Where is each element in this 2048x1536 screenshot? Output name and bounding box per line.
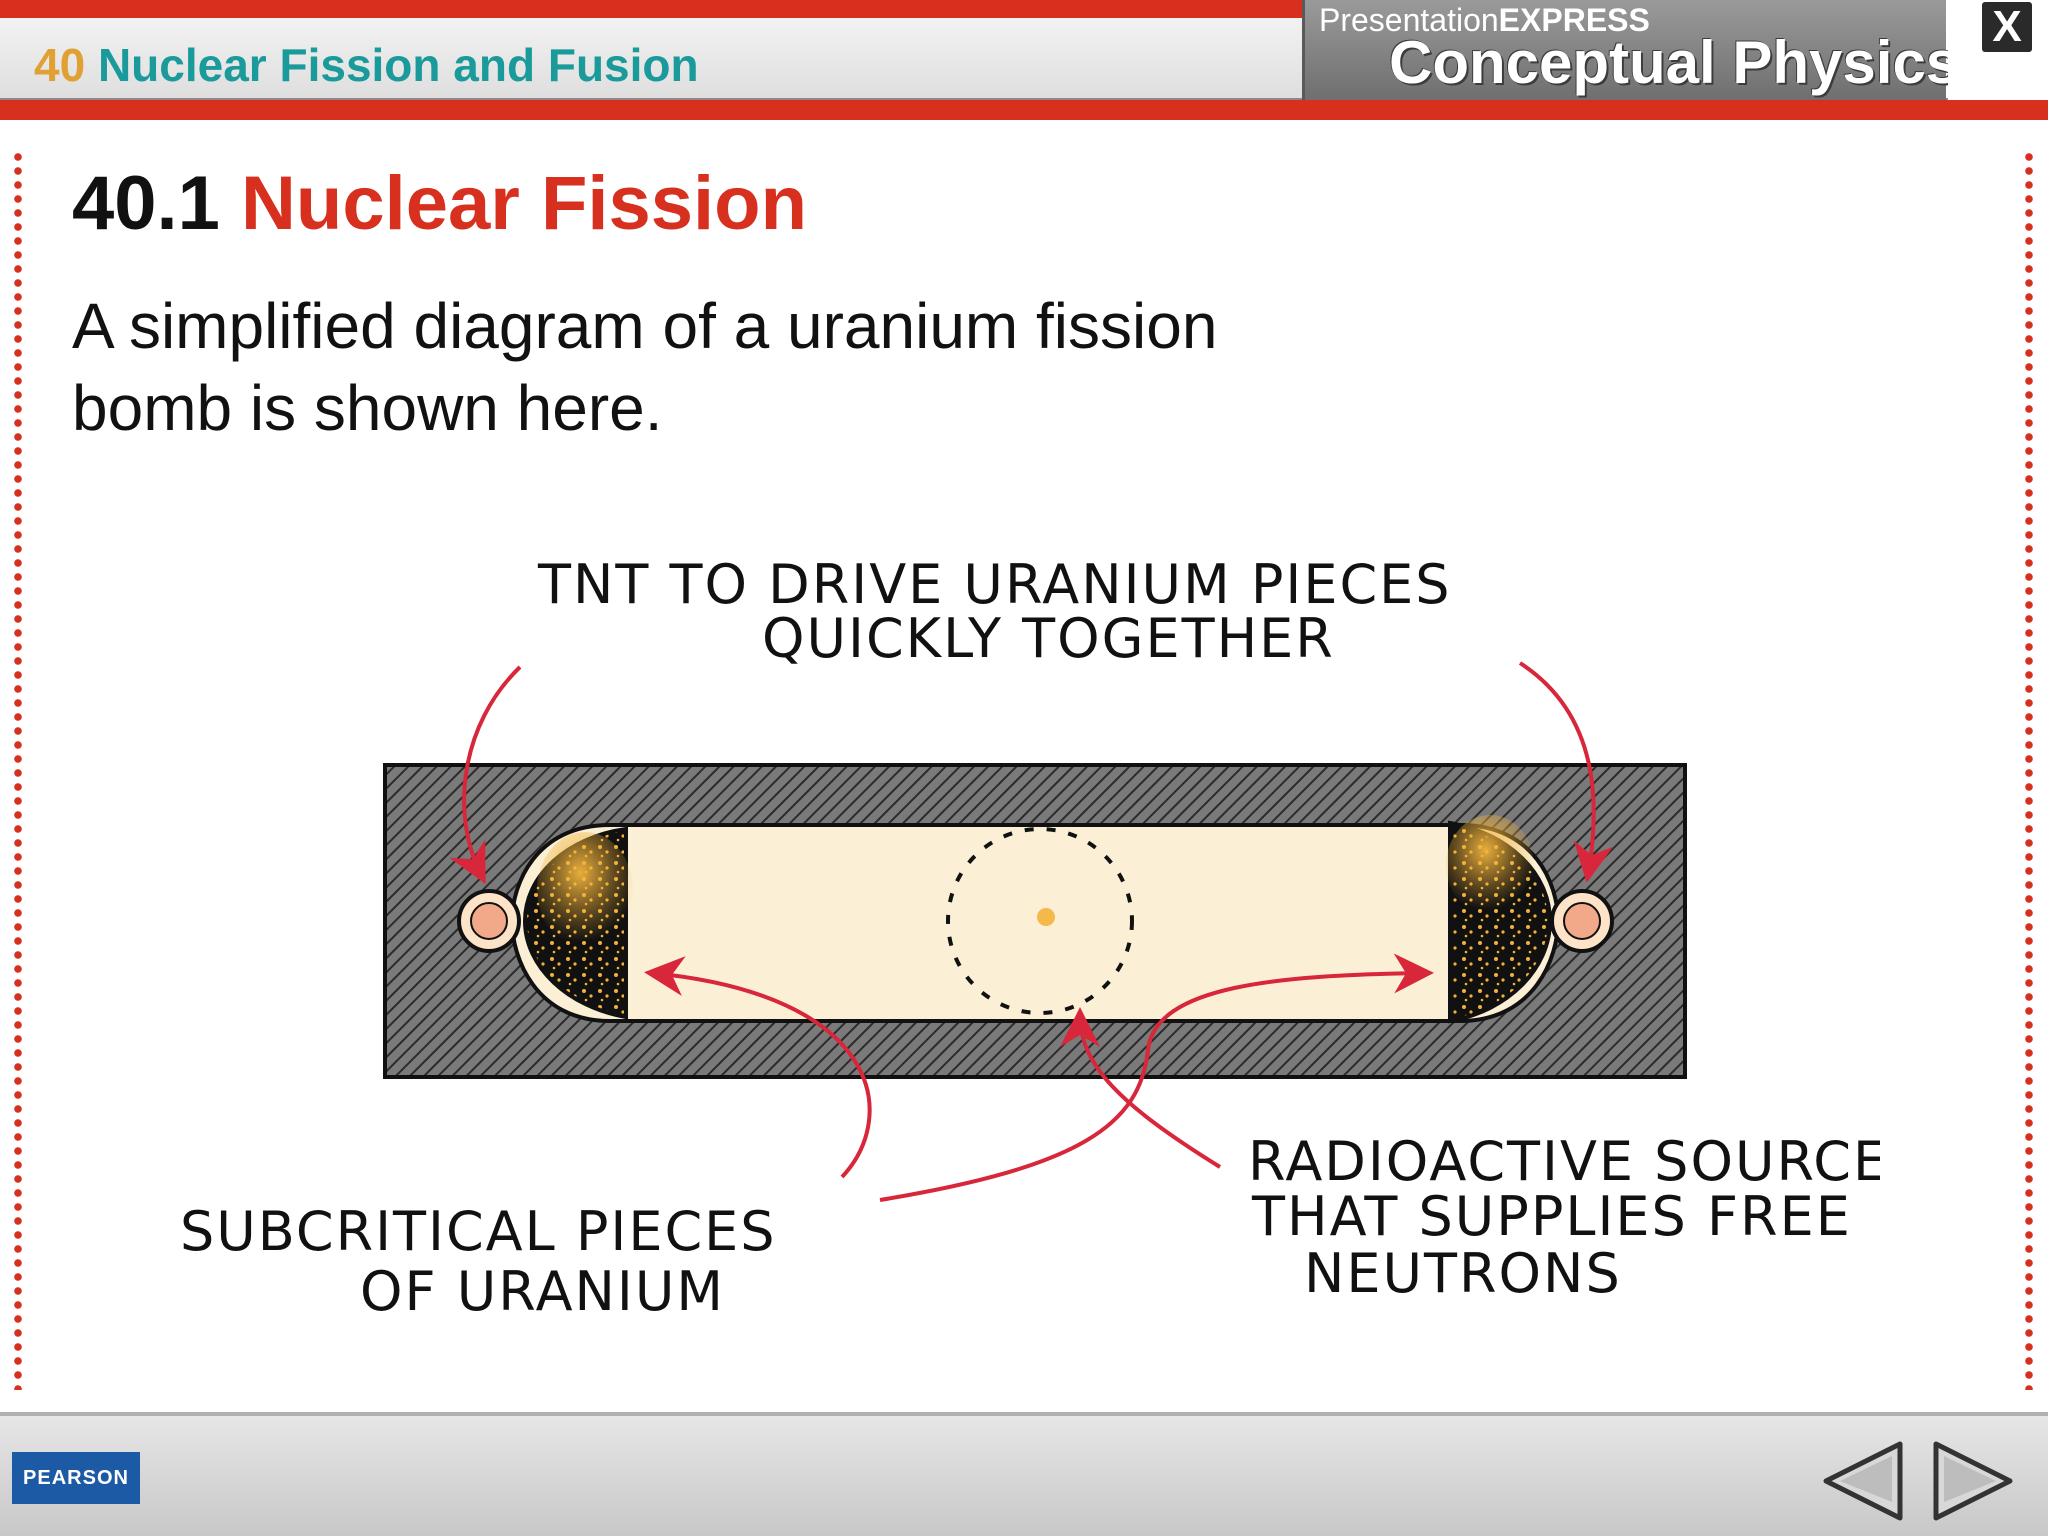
close-button[interactable]: X	[1948, 0, 2048, 100]
uranium-glow-left	[537, 832, 633, 948]
chapter-title: 40 Nuclear Fission and Fusion	[34, 38, 699, 92]
critical-mass-outline	[946, 827, 1134, 1015]
tnt-label-line2: QUICKLY TOGETHER	[762, 607, 1335, 670]
subcritical-arrow-left	[644, 956, 872, 1179]
tnt-core-right	[1563, 902, 1601, 940]
left-dotted-border	[13, 150, 23, 1390]
tnt-arrow-right	[1518, 661, 1614, 883]
header-top-stripe	[0, 0, 1302, 18]
subcritical-label-line1: SUBCRITICAL PIECES	[180, 1200, 777, 1263]
close-icon[interactable]: X	[1982, 2, 2032, 52]
section-title: Nuclear Fission	[241, 161, 808, 246]
brand-small-prefix: Presentation	[1319, 2, 1499, 38]
chapter-number: 40	[34, 39, 86, 91]
brand-title: Conceptual Physics	[1389, 29, 1960, 96]
uranium-glow-right	[1446, 815, 1534, 915]
neutron-source-arrow	[1060, 1007, 1222, 1169]
footer-bar: PEARSON	[0, 1412, 2048, 1536]
brand-small-text: PresentationEXPRESS	[1319, 2, 1650, 39]
tnt-arrow-left	[449, 665, 522, 885]
source-label-line3: NEUTRONS	[1304, 1242, 1622, 1305]
tnt-core-left	[470, 902, 508, 940]
header-divider	[0, 98, 2048, 101]
header-band	[0, 18, 1302, 100]
subcritical-label-line2: OF URANIUM	[360, 1260, 725, 1323]
section-number: 40.1	[72, 161, 220, 246]
bomb-chamber	[509, 823, 1561, 1023]
slide-body-text: A simplified diagram of a uranium fissio…	[72, 290, 1218, 444]
header-bottom-stripe	[0, 100, 2048, 120]
chapter-name: Nuclear Fission and Fusion	[97, 39, 699, 91]
slide-title: 40.1 Nuclear Fission	[72, 160, 807, 247]
pearson-logo: PEARSON	[12, 1452, 140, 1504]
subcritical-arrow-right	[879, 953, 1434, 1202]
brand-small-bold: EXPRESS	[1498, 2, 1650, 38]
triangle-right-icon[interactable]	[1928, 1436, 2018, 1526]
brand-banner: PresentationEXPRESS Conceptual Physics	[1302, 0, 1959, 100]
tnt-label-line1: TNT TO DRIVE URANIUM PIECES	[537, 555, 1452, 616]
source-label-line2: THAT SUPPLIES FREE	[1251, 1185, 1852, 1248]
triangle-left-icon[interactable]	[1818, 1436, 1908, 1526]
neutron-source	[1037, 908, 1055, 926]
fission-bomb-diagram: TNT TO DRIVE URANIUM PIECES QUICKLY TOGE…	[180, 555, 1880, 1323]
source-label-line1: RADIOACTIVE SOURCE	[1248, 1130, 1880, 1193]
right-dotted-border	[2024, 150, 2034, 1390]
